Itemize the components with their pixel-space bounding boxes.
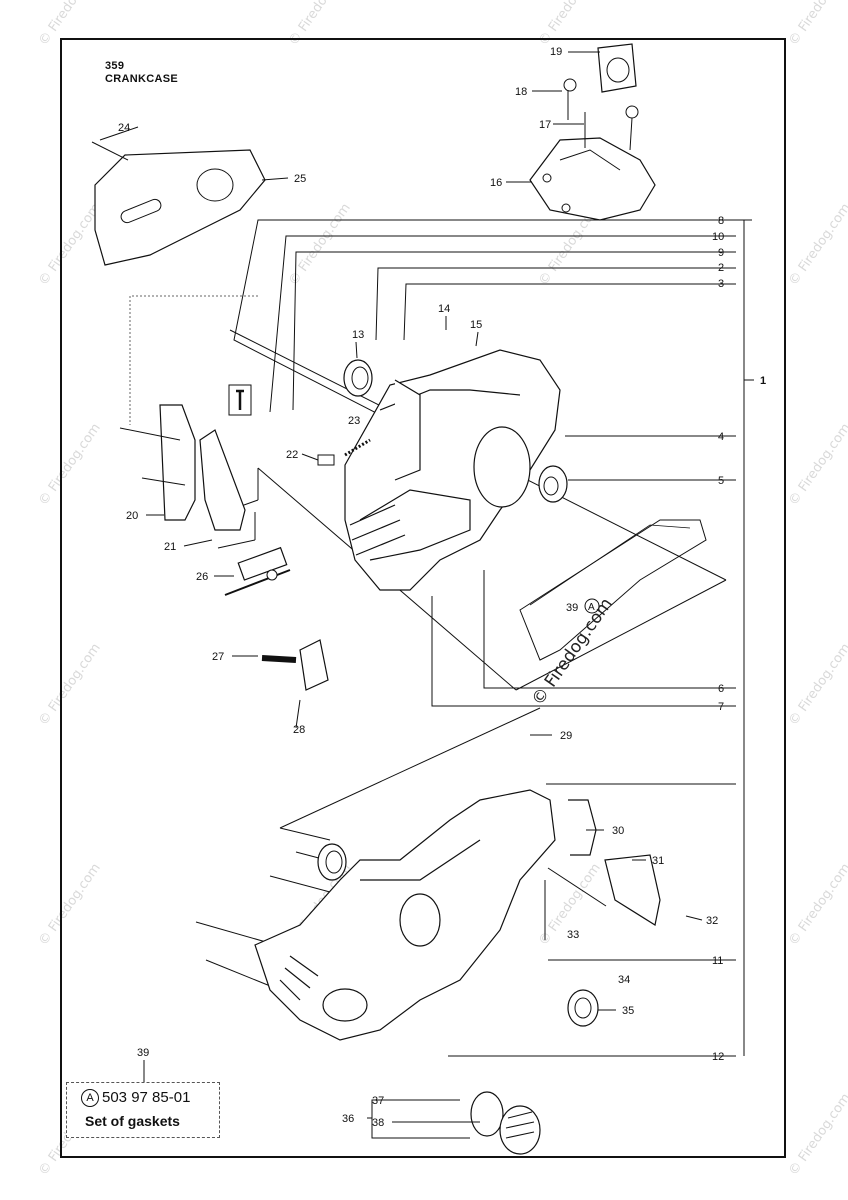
callout-leaders: [99, 51, 703, 1139]
leader-line: [403, 283, 736, 341]
reference-line: [279, 827, 331, 841]
callout-28: 28: [293, 724, 305, 736]
callout-30: 30: [612, 825, 624, 837]
gasket-outline: [529, 524, 691, 606]
crankcase-lower: [254, 789, 556, 1041]
callout-31: 31: [652, 855, 664, 867]
callout-5: 5: [718, 475, 724, 487]
callout-32: 32: [706, 915, 718, 927]
diagram-frame: [60, 38, 786, 1158]
seal-35: [567, 989, 599, 1027]
spring-23: [344, 438, 371, 457]
callout-38: 38: [372, 1117, 384, 1129]
reference-line: [515, 579, 727, 691]
callout-8: 8: [718, 215, 724, 227]
callout-33: 33: [567, 929, 579, 941]
adjuster-26: [224, 546, 291, 596]
screw-27: [261, 639, 329, 691]
kit-part-number: 503 97 85-01: [102, 1089, 191, 1106]
leader-line: [269, 235, 736, 413]
callout-34: 34: [618, 974, 630, 986]
callout-7: 7: [718, 701, 724, 713]
callout-18: 18: [515, 86, 527, 98]
callout-20: 20: [126, 510, 138, 522]
callout-27: 27: [212, 651, 224, 663]
callout-35: 35: [622, 1005, 634, 1017]
guide-line: [129, 295, 258, 425]
reference-line: [547, 867, 607, 907]
seal-5: [538, 465, 568, 503]
cap-36-38: [470, 1091, 541, 1155]
callout-3: 3: [718, 278, 724, 290]
gasket-outline: [519, 519, 707, 661]
callout-39: 39: [137, 1047, 149, 1059]
housing-16: [529, 43, 656, 221]
callout-14: 14: [438, 303, 450, 315]
reference-line: [217, 539, 256, 549]
reference-line: [269, 875, 331, 893]
callout-37: 37: [372, 1095, 384, 1107]
reference-line: [279, 707, 541, 829]
bracket-30: [568, 799, 597, 856]
crankcase-upper: [344, 349, 561, 591]
callout-9: 9: [718, 247, 724, 259]
part-22: [317, 454, 335, 466]
gasket-ref-marker: A: [588, 602, 595, 613]
wrench-icon: [228, 384, 252, 416]
callout-36: 36: [342, 1113, 354, 1125]
callout-21: 21: [164, 541, 176, 553]
callout-17: 17: [539, 119, 551, 131]
callout-labels: 1 2 3 4 5 6 7 8 9 10 11 12 13 14 15 16 1…: [118, 46, 766, 1129]
leader-line: [375, 267, 736, 341]
seal-13: [343, 359, 373, 397]
callout-22: 22: [286, 449, 298, 461]
leader-line: [233, 219, 736, 421]
cover-25: [91, 141, 266, 266]
callout-13: 13: [352, 329, 364, 341]
callout-16: 16: [490, 177, 502, 189]
model-number: 359: [105, 60, 125, 72]
callout-10: 10: [712, 231, 724, 243]
leader-line: [431, 596, 736, 707]
seal-lower: [317, 843, 347, 881]
kit-description: Set of gaskets: [85, 1113, 180, 1129]
baffle-20-21: [119, 404, 246, 531]
plate-31: [604, 854, 661, 926]
callout-25: 25: [294, 173, 306, 185]
leader-line: [483, 570, 736, 689]
callout-4: 4: [718, 431, 724, 443]
callout-29: 29: [560, 730, 572, 742]
callout-39-ref: 39: [566, 602, 578, 614]
reference-line: [205, 959, 281, 991]
leader-line: [292, 251, 736, 411]
callout-1: 1: [760, 375, 766, 387]
gasket-ref-39: 39 A: [566, 598, 600, 614]
callout-26: 26: [196, 571, 208, 583]
callout-23: 23: [348, 415, 360, 427]
callout-19: 19: [550, 46, 562, 58]
callout-15: 15: [470, 319, 482, 331]
kit-marker: A: [81, 1089, 99, 1107]
callout-11: 11: [712, 955, 723, 967]
section-title: CRANKCASE: [105, 73, 178, 85]
callout-12: 12: [712, 1051, 724, 1063]
callout-2: 2: [718, 262, 724, 274]
callout-6: 6: [718, 683, 724, 695]
